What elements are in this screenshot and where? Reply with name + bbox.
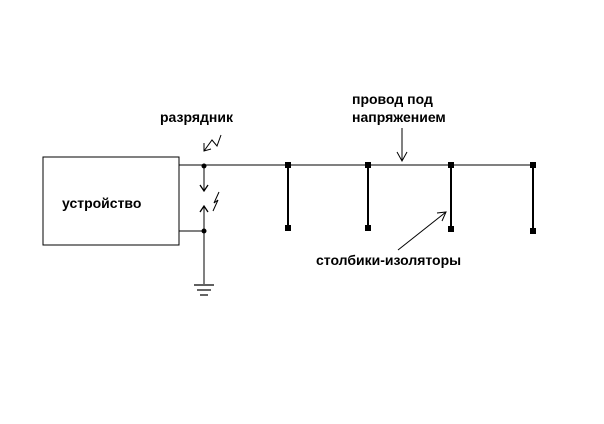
live-wire-pointer-arrow-icon (396, 128, 408, 163)
arrester-pointer-arrow-icon (203, 134, 222, 152)
insulator-post-4 (530, 162, 536, 234)
insulator-pointer-arrow-icon (397, 211, 447, 251)
live-wire-label-line2: напряжением (352, 109, 446, 125)
arrester (199, 163, 220, 234)
arrester-label: разрядник (160, 109, 234, 125)
lightning-bolt-icon (212, 191, 220, 212)
insulator-post-2 (365, 162, 371, 231)
device-label: устройство (62, 195, 141, 211)
live-wire-label-line1: провод под (352, 91, 433, 107)
arrester-lower-arrow-icon (199, 204, 209, 213)
device-box (42, 156, 180, 246)
insulator-post-1 (285, 162, 291, 231)
arrester-upper-arrow-icon (199, 184, 209, 193)
ground (194, 231, 214, 296)
insulator-posts-label: столбики-изоляторы (316, 252, 461, 268)
device-block: устройство (42, 156, 180, 246)
insulator-post-3 (448, 162, 454, 232)
